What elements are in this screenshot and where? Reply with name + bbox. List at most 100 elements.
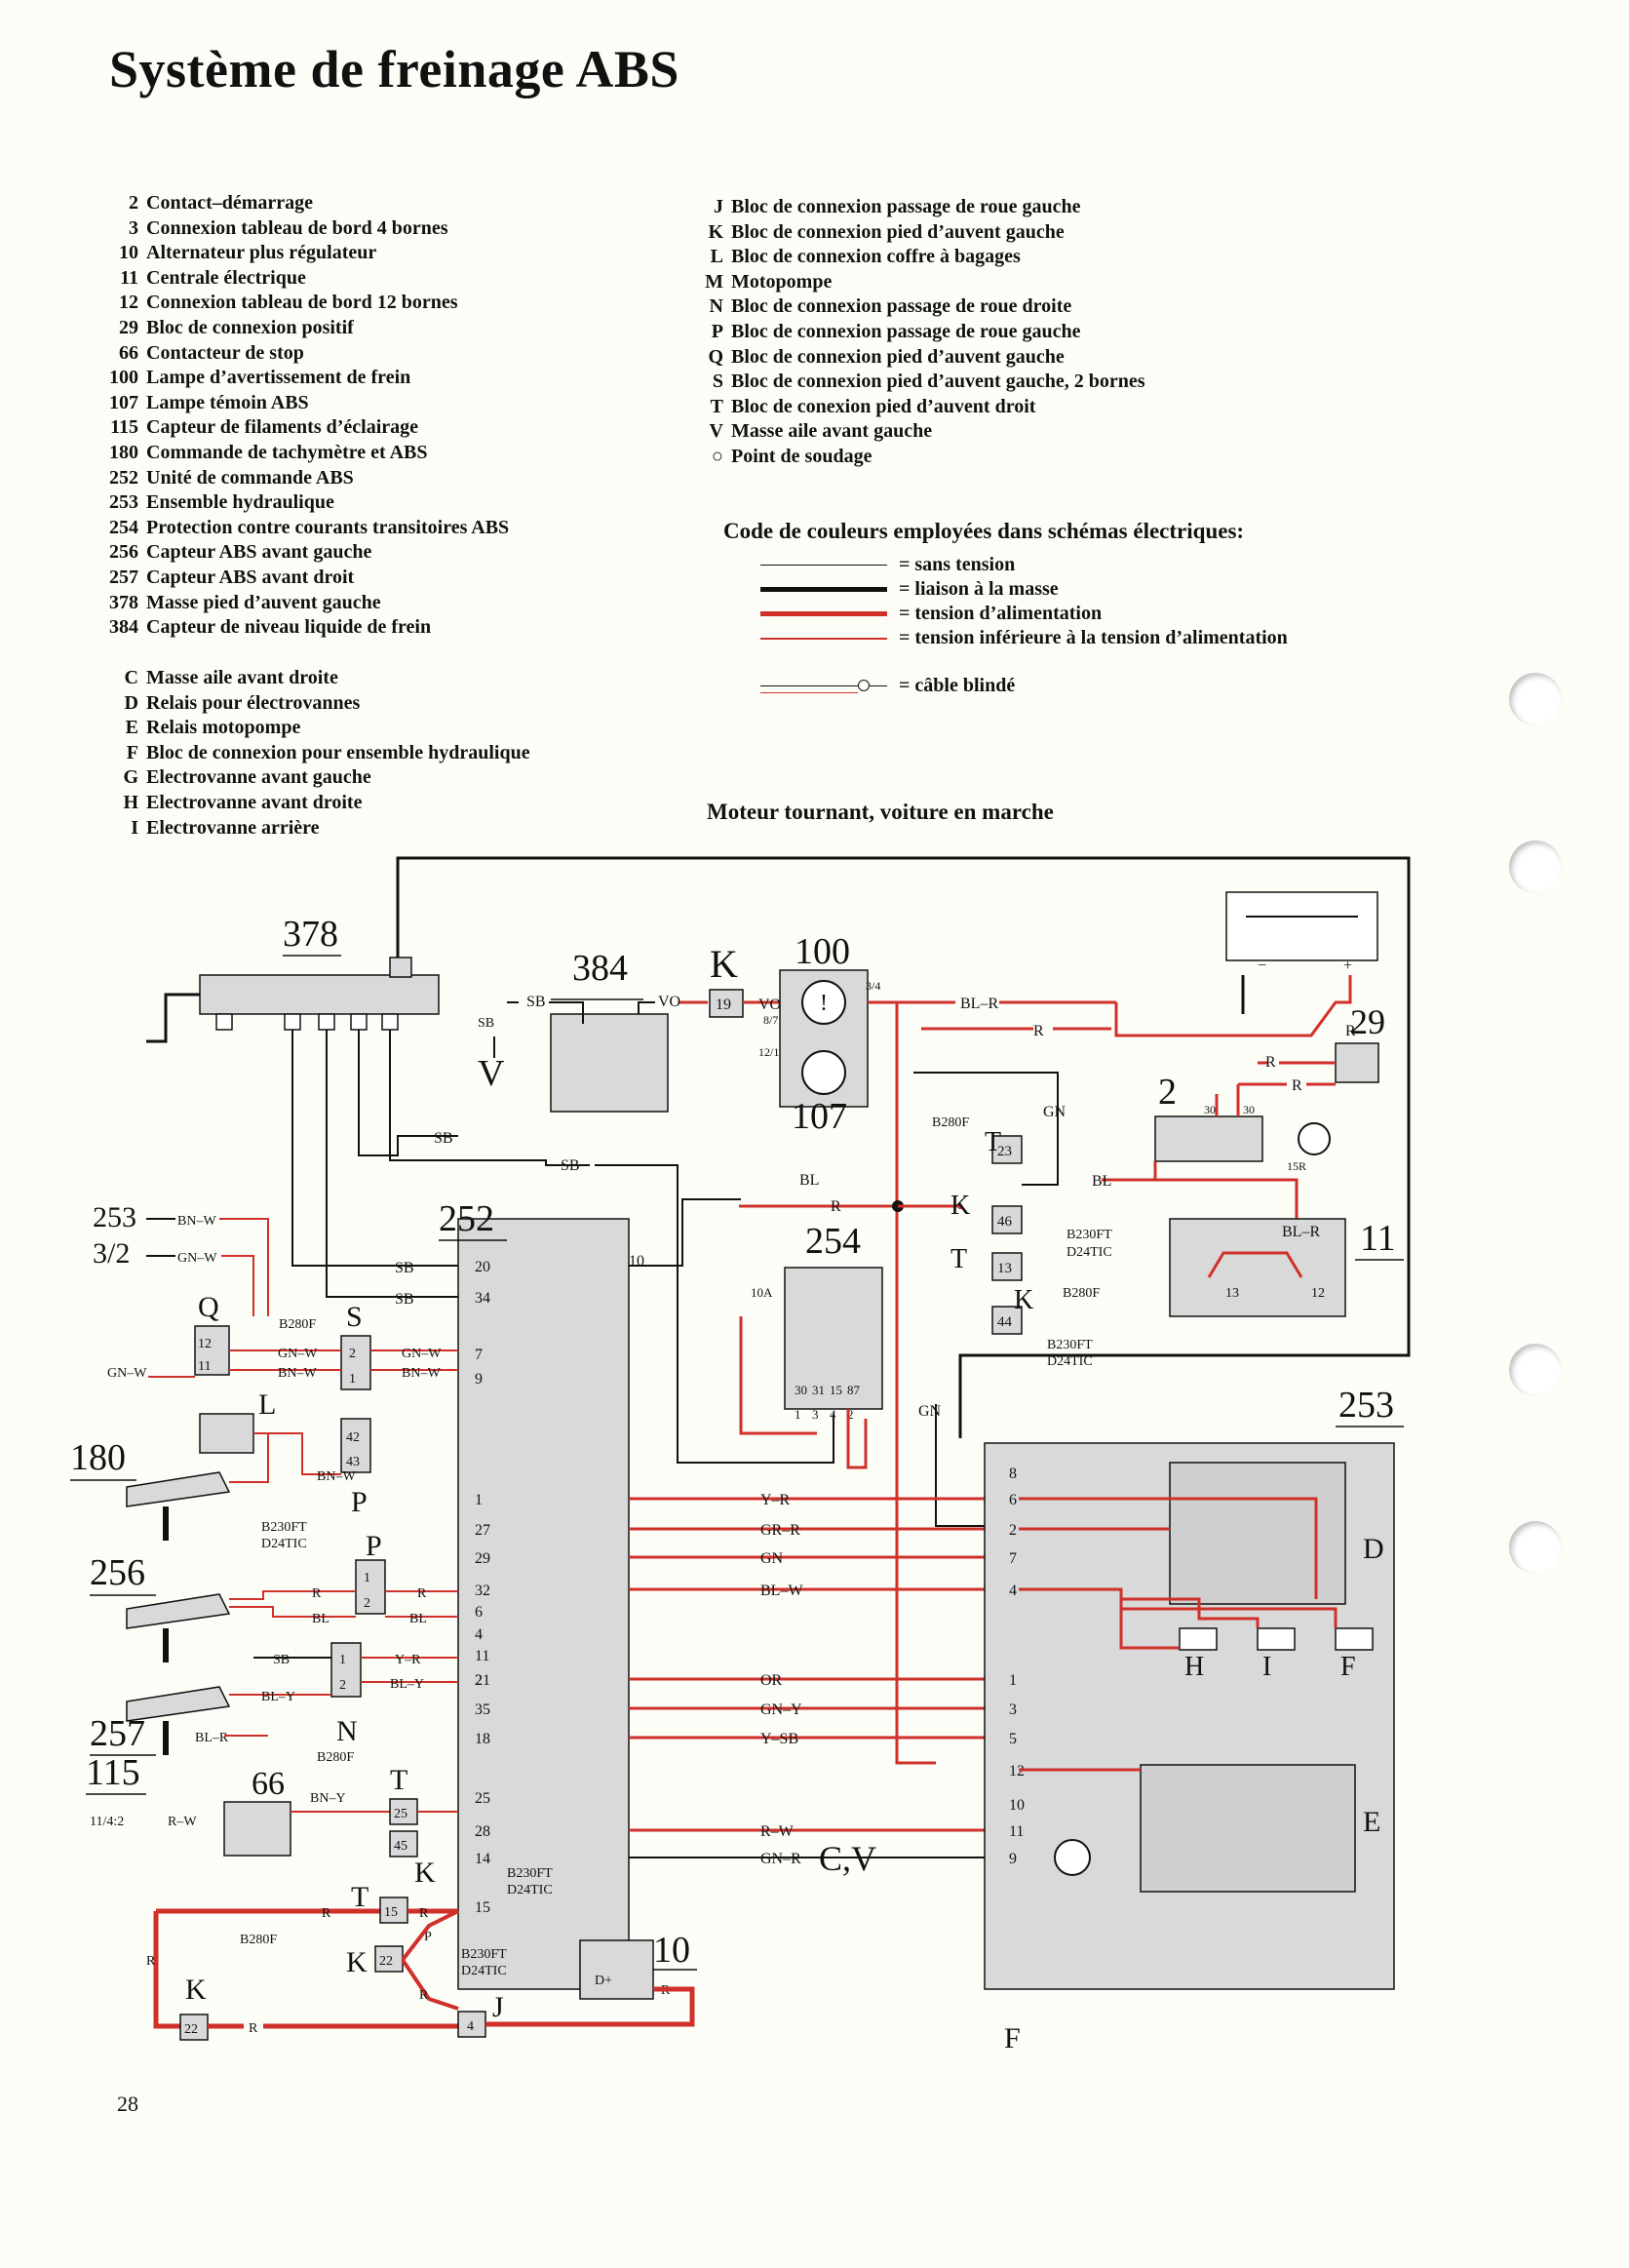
legend-label: Connexion tableau de bord 12 bornes [146,292,458,314]
wire-label: R–W [760,1823,795,1840]
wire-label: R [1345,1023,1356,1039]
label-115: 115 [86,1752,140,1793]
legend-code: 10 [119,242,138,264]
ground-terminal [215,1013,233,1031]
wire-label: BL [409,1612,427,1626]
terminal-label: 9 [475,1371,483,1388]
label-107: 107 [792,1096,847,1137]
wire-label: BL–R [1282,1224,1320,1240]
ground-terminal [381,1013,399,1031]
diagram-subtitle: Moteur tournant, voiture en marche [707,800,1054,824]
label-K: K [710,942,738,986]
legend-label: Relais motopompe [146,717,301,739]
label-E: E [1363,1806,1380,1838]
variant-label: B230FT [1067,1228,1112,1242]
terminal-label: 1 [349,1372,356,1387]
legend-code: H [123,791,138,813]
battery-plus: + [1343,958,1352,974]
color-swatch-line [760,637,887,640]
wire [1019,1587,1180,1650]
terminal-label: 15R [1287,1159,1306,1173]
label-J: J [492,1991,504,2023]
terminal-label: 35 [475,1701,490,1718]
legend-code: M [705,270,723,293]
wire [253,1432,341,1475]
wire [1102,1161,1157,1182]
wire-label: SB [273,1653,290,1667]
label-D: D [1363,1533,1384,1565]
wire-label: R [661,1983,671,1998]
wire [1019,1497,1318,1599]
legend-label: Masse aile avant droite [146,667,338,688]
terminal-label: 15 [830,1383,842,1397]
terminal-label: 15 [384,1905,398,1920]
wire [1114,975,1352,1037]
legend-code: T [710,395,723,417]
label-N: N [336,1715,358,1747]
terminal-label: 44 [997,1314,1013,1330]
wire-label: R [1292,1077,1302,1094]
terminal-label: 4 [467,2019,474,2034]
terminal-label: 13 [1225,1286,1239,1301]
pump-motor-icon [1054,1839,1091,1876]
legend-label: Electrovanne arrière [146,816,320,839]
legend-label: Contacteur de stop [146,341,304,364]
terminal-label: 42 [346,1430,360,1445]
wire [549,1001,584,1024]
wire-label: BL–Y [261,1690,295,1704]
variant-label: B280F [932,1115,969,1130]
label-254: 254 [805,1221,861,1262]
terminal-label: 11/4:2 [90,1815,124,1829]
label-252: 252 [439,1198,494,1239]
label-11: 11 [1360,1218,1396,1259]
wire-label: BN–W [317,1469,356,1484]
label-180: 180 [70,1437,126,1478]
wire [595,1164,834,1464]
terminal-label: 25 [394,1807,407,1821]
terminal-label: 22 [184,2022,198,2037]
terminal-label: 1 [795,1407,801,1422]
legend-code: 254 [109,516,138,538]
legend-label: Capteur ABS avant gauche [146,541,372,564]
label-CV: C,V [819,1839,876,1878]
wire [229,1606,356,1618]
terminal-label: 25 [475,1790,490,1807]
wire [935,1404,985,1527]
wire-label: R [1265,1054,1276,1071]
wire-label: GN–W [177,1251,217,1266]
terminal-label: 11 [475,1648,489,1664]
terminal-label: 11 [198,1359,211,1374]
wire-label: GN–W [278,1347,318,1361]
legend-code: C [124,667,138,688]
terminal-label: 21 [475,1672,490,1689]
wire [221,1255,254,1316]
connector-K-22 [374,1945,404,1973]
relay-E [1140,1764,1356,1893]
legend-code: N [709,295,723,318]
color-code-item: = tension d’alimentation [760,603,1102,625]
wire-label: R [312,1586,322,1601]
terminal-label: 8/7 [763,1013,778,1027]
legend-label: Bloc de conexion pied d’auvent droit [731,395,1036,417]
terminal-label: 9 [1009,1851,1017,1867]
legend-label: Masse pied d’auvent gauche [146,591,381,613]
wire-label: GN [1043,1104,1067,1120]
connector-K-19 [709,989,744,1018]
terminal-label: 4 [830,1407,836,1422]
solenoid-valve [1257,1627,1296,1651]
color-code-label: = sans tension [899,554,1016,575]
legend-label: Capteur ABS avant droit [146,566,355,588]
label-valve: I [1262,1652,1271,1682]
variant-label: B230FT [261,1520,307,1535]
